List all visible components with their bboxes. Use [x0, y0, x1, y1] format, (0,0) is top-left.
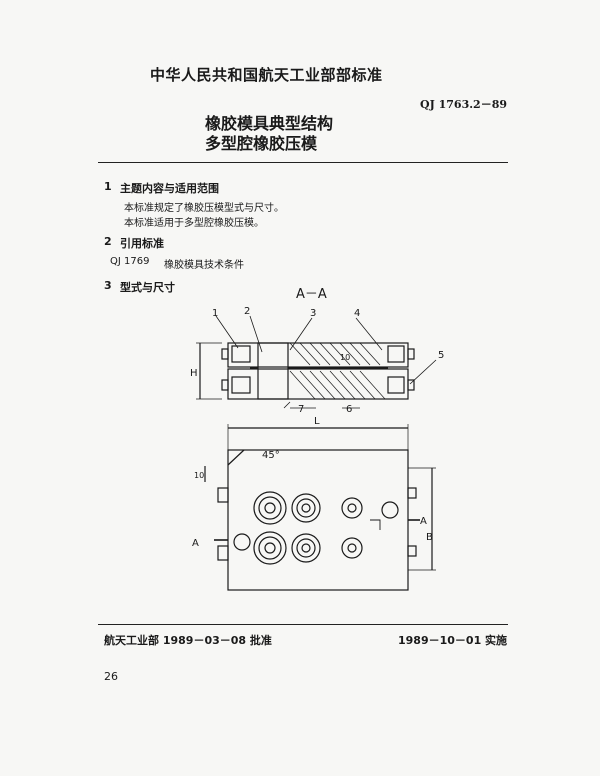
width-dim-label: B: [426, 532, 433, 543]
callout-1: 1: [212, 308, 218, 319]
section-1-heading: 主题内容与适用范围: [120, 182, 219, 195]
offset-dim-label: 10: [194, 471, 204, 480]
callout-5: 5: [438, 350, 444, 361]
footer-rule: [98, 624, 508, 625]
upper-plate: [227, 342, 409, 368]
callout-7: 7: [298, 404, 304, 415]
callout-2: 2: [244, 306, 250, 317]
reference-title: 橡胶模具技术条件: [164, 260, 244, 271]
plan-outline: [227, 449, 409, 591]
section-1-number: 1: [104, 180, 112, 193]
callout-4: 4: [354, 308, 360, 319]
issuing-organization: 中华人民共和国航天工业部部标准: [150, 66, 383, 84]
standard-code: QJ 1763.2－89: [420, 98, 508, 111]
approval-date: 航天工业部 1989－03－08 批准: [104, 634, 272, 647]
section-2-number: 2: [104, 235, 112, 248]
reference-code: QJ 1769: [110, 256, 150, 267]
title-line-1: 橡胶模具典型结构: [205, 114, 334, 133]
length-dim-label: L: [314, 416, 320, 427]
thickness-dim-label: 10: [340, 353, 350, 362]
height-dim-label: H: [190, 368, 198, 379]
section-mark-left: A: [192, 538, 199, 549]
callout-3: 3: [310, 308, 316, 319]
effective-date: 1989－10－01 实施: [398, 634, 508, 647]
section-mark-right: A: [420, 516, 427, 527]
page-number: 26: [104, 670, 118, 683]
section-view-label: A－A: [296, 287, 327, 302]
section-1-para-2: 本标准适用于多型腔橡胶压模。: [124, 218, 264, 229]
section-3-heading: 型式与尺寸: [120, 281, 175, 294]
callout-6: 6: [346, 404, 352, 415]
mold-drawing: A－A 1 2 3 4 5 6 7 H 10 L B 45° 10 A A: [190, 287, 444, 591]
section-3-number: 3: [104, 279, 112, 292]
section-2-heading: 引用标准: [120, 237, 164, 250]
angle-dim-label: 45°: [262, 450, 280, 461]
header-rule: [98, 162, 508, 163]
section-1-para-1: 本标准规定了橡胶压模型式与尺寸。: [124, 203, 284, 214]
title-line-2: 多型腔橡胶压模: [205, 134, 318, 153]
